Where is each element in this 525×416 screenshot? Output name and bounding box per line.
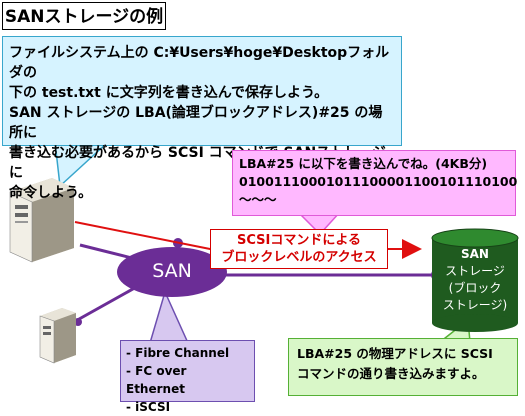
bubble-line: 下の test.txt に文字列を書き込んで保存しよう。 — [9, 85, 329, 101]
san-storage-icon — [431, 228, 519, 332]
write-request-bubble: LBA#25 に以下を書き込んでね。(4KB分) 010011100010111… — [232, 150, 518, 216]
bubble-line: 命令しよう。 — [9, 185, 93, 201]
storage-label: SAN ストレージ (ブロック ストレージ) — [433, 246, 517, 314]
storage-label-line: (ブロック — [448, 281, 502, 295]
bubble-line: 01001110001011100001100101110100 — [239, 174, 518, 189]
storage-response-bubble: LBA#25 の物理アドレスに SCSI コマンドの通り書き込みますよ。 — [288, 338, 518, 396]
bubble-line: ～～～ — [239, 192, 277, 207]
bubble-line: コマンドの通り書き込みますよ。 — [297, 366, 485, 381]
protocol-item: - FC over Ethernet — [126, 364, 187, 396]
protocol-item: - Fibre Channel — [126, 346, 230, 360]
purple-bubble-tail — [148, 289, 190, 344]
san-label: SAN — [152, 260, 192, 282]
label-line: SCSIコマンドによる — [237, 233, 361, 248]
label-line: ブロックレベルのアクセス — [221, 250, 377, 265]
bubble-line: SAN ストレージの LBA(論理ブロックアドレス)#25 の場所に — [9, 105, 383, 141]
bubble-line: LBA#25 に以下を書き込んでね。(4KB分) — [239, 156, 488, 171]
client-thought-bubble: ファイルシステム上の C:¥Users¥hoge¥Desktopフォルダの 下の… — [2, 36, 402, 201]
storage-label-line: ストレージ) — [442, 298, 508, 312]
server-icon — [9, 178, 74, 263]
storage-label-line: SAN — [461, 247, 489, 261]
protocol-item: - iSCSI — [126, 400, 171, 414]
protocol-list-bubble: - Fibre Channel - FC over Ethernet - iSC… — [120, 340, 255, 414]
bubble-line: ファイルシステム上の C:¥Users¥hoge¥Desktopフォルダの — [9, 45, 390, 81]
bubble-line: LBA#25 の物理アドレスに SCSI — [297, 346, 493, 361]
client-san-link — [71, 283, 141, 325]
diagram-title: SANストレージの例 — [2, 2, 166, 30]
diagram-canvas — [9, 141, 519, 364]
client-server-icon — [39, 308, 76, 364]
storage-label-line: ストレージ — [445, 264, 505, 278]
scsi-access-label: SCSIコマンドによる ブロックレベルのアクセス — [210, 229, 388, 269]
san-network-ellipse — [117, 247, 227, 297]
